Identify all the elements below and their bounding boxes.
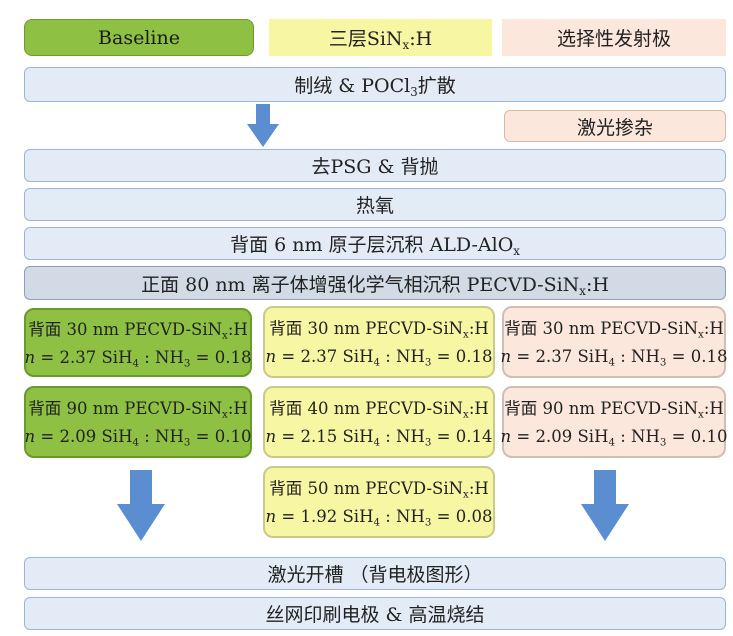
card-layer-text: 背面 30 nm PECVD-SiNx:H: [28, 319, 248, 342]
card-selective-layer-2: 背面 90 nm PECVD-SiNx:H n = 2.09 SiH4 : NH…: [500, 386, 728, 458]
step-laser-doping: 激光掺杂: [504, 110, 726, 142]
card-params-text: n = 2.37 SiH4 : NH3 = 0.18: [24, 347, 252, 370]
step-laser-grooving-label: 激光开槽 （背电极图形）: [267, 564, 483, 586]
column-header-baseline: Baseline: [24, 19, 254, 56]
card-params-text: n = 1.92 SiH4 : NH3 = 0.08: [265, 507, 493, 529]
step-ald-alox-label: 背面 6 nm 原子层沉积 ALD-AlOx: [230, 234, 520, 259]
card-triple-layer-3: 背面 50 nm PECVD-SiNx:H n = 1.92 SiH4 : NH…: [263, 466, 495, 538]
arrow-down-icon: [117, 470, 165, 541]
card-layer-text: 背面 40 nm PECVD-SiNx:H: [269, 399, 489, 421]
card-layer-text: 背面 90 nm PECVD-SiNx:H: [504, 399, 724, 421]
arrow-down-icon: [581, 470, 629, 541]
card-params-text: n = 2.15 SiH4 : NH3 = 0.14: [265, 427, 493, 449]
card-baseline-layer-2: 背面 90 nm PECVD-SiNx:H n = 2.09 SiH4 : NH…: [24, 386, 252, 458]
step-psg-removal-label: 去PSG & 背抛: [311, 156, 439, 178]
card-layer-text: 背面 30 nm PECVD-SiNx:H: [269, 319, 489, 341]
step-screen-printing: 丝网印刷电极 & 高温烧结: [24, 597, 726, 630]
card-layer-text: 背面 90 nm PECVD-SiNx:H: [28, 399, 248, 421]
column-header-triple-sinx: 三层SiNx:H: [269, 19, 492, 56]
step-texture-diffusion: 制绒 & POCl3扩散: [24, 67, 726, 102]
step-thermal-oxidation-label: 热氧: [355, 195, 394, 217]
column-header-triple-label: 三层SiNx:H: [328, 28, 433, 53]
card-selective-layer-1: 背面 30 nm PECVD-SiNx:H n = 2.37 SiH4 : NH…: [500, 306, 728, 378]
card-params-text: n = 2.09 SiH4 : NH3 = 0.10: [24, 427, 252, 449]
step-laser-grooving: 激光开槽 （背电极图形）: [24, 557, 726, 590]
arrow-down-icon: [247, 104, 279, 147]
card-params-text: n = 2.37 SiH4 : NH3 = 0.18: [265, 347, 493, 369]
column-header-selective-emitter: 选择性发射极: [502, 19, 726, 56]
step-texture-diffusion-label: 制绒 & POCl3扩散: [294, 75, 456, 100]
step-screen-printing-label: 丝网印刷电极 & 高温烧结: [265, 604, 485, 626]
step-thermal-oxidation: 热氧: [24, 188, 726, 221]
step-front-pecvd: 正面 80 nm 离子体增强化学气相沉积 PECVD-SiNx:H: [24, 266, 726, 300]
card-baseline-layer-1: 背面 30 nm PECVD-SiNx:H n = 2.37 SiH4 : NH…: [24, 308, 252, 377]
card-triple-layer-1: 背面 30 nm PECVD-SiNx:H n = 2.37 SiH4 : NH…: [263, 306, 495, 378]
column-header-baseline-label: Baseline: [98, 26, 180, 49]
card-layer-text: 背面 50 nm PECVD-SiNx:H: [269, 479, 489, 501]
card-params-text: n = 2.37 SiH4 : NH3 = 0.18: [500, 347, 728, 369]
step-ald-alox: 背面 6 nm 原子层沉积 ALD-AlOx: [24, 227, 726, 260]
step-psg-removal: 去PSG & 背抛: [24, 149, 726, 182]
card-triple-layer-2: 背面 40 nm PECVD-SiNx:H n = 2.15 SiH4 : NH…: [263, 386, 495, 458]
column-header-selective-label: 选择性发射极: [556, 28, 671, 50]
card-layer-text: 背面 30 nm PECVD-SiNx:H: [504, 319, 724, 341]
card-params-text: n = 2.09 SiH4 : NH3 = 0.10: [500, 427, 728, 449]
step-laser-doping-label: 激光掺杂: [576, 116, 653, 139]
step-front-pecvd-label: 正面 80 nm 离子体增强化学气相沉积 PECVD-SiNx:H: [141, 273, 609, 298]
